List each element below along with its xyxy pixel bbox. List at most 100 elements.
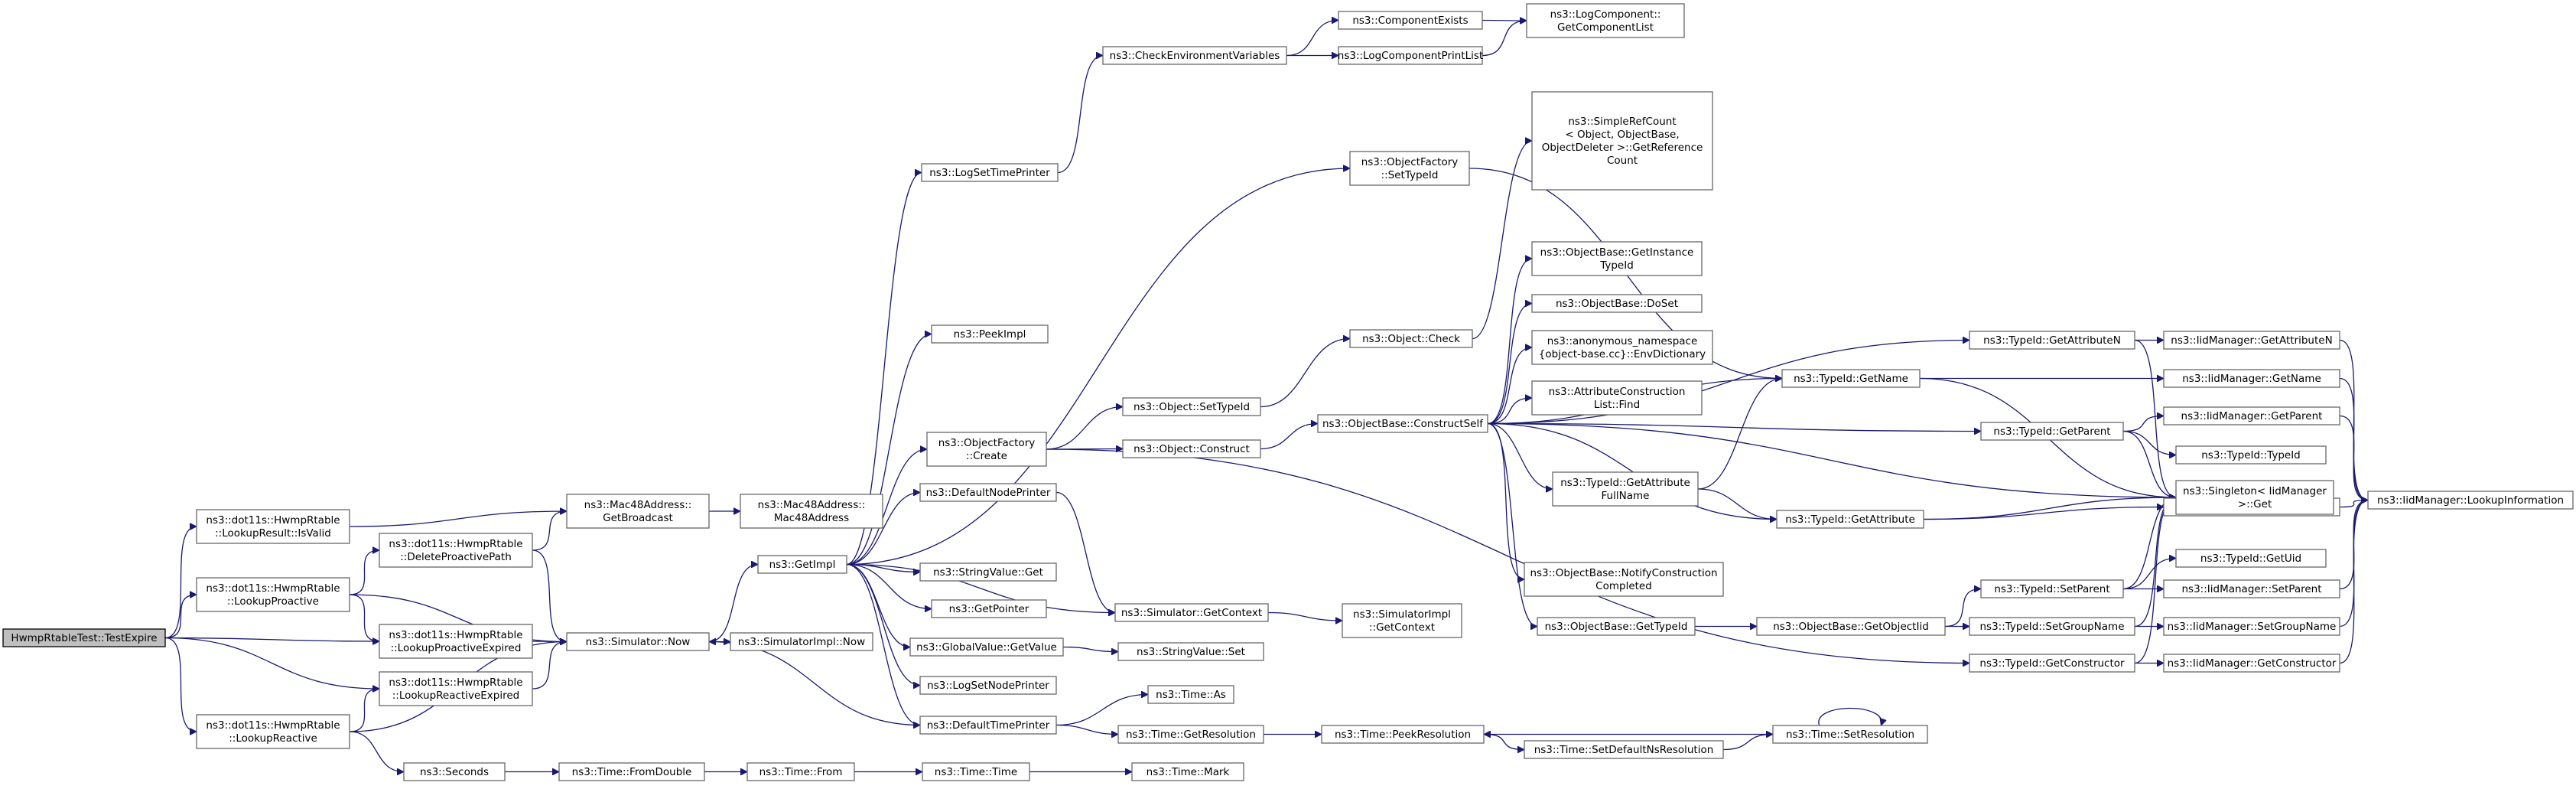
call-edge (164, 637, 197, 732)
node-singletonGet[interactable]: ns3::Singleton< IidManager>::Get (2175, 480, 2334, 515)
node-objectBaseGetTypeId[interactable]: ns3::ObjectBase::GetTypeId (1537, 617, 1696, 636)
node-objectFactoryCreate[interactable]: ns3::ObjectFactory::Create (926, 432, 1047, 467)
edge-getImpl-to-peekImpl (846, 334, 932, 566)
node-timeMark[interactable]: ns3::Time::Mark (1131, 762, 1244, 781)
call-edge (846, 563, 1115, 613)
node-getComponentList[interactable]: ns3::LogComponent::GetComponentList (1526, 3, 1685, 38)
node-constructSelf[interactable]: ns3::ObjectBase::ConstructSelf (1317, 414, 1488, 433)
node-objectCheck[interactable]: ns3::Object::Check (1349, 329, 1473, 348)
node-typeIdGetAttribute[interactable]: ns3::TypeId::GetAttribute (1776, 510, 1924, 529)
node-stringValueSet[interactable]: ns3::StringValue::Set (1117, 642, 1264, 661)
node-label: >::Get (2238, 498, 2272, 510)
call-edge (532, 549, 568, 642)
node-typeIdSetGroupName[interactable]: ns3::TypeId::SetGroupName (1969, 617, 2135, 636)
node-label: HwmpRtableTest::TestExpire (11, 632, 157, 644)
node-logSetTimePrinter[interactable]: ns3::LogSetTimePrinter (921, 163, 1059, 182)
call-edge (1472, 141, 1533, 340)
node-label: ns3::TypeId::GetAttributeN (1983, 334, 2121, 347)
node-lookupReactiveExpired[interactable]: ns3::dot11s::HwmpRtable::LookupReactiveE… (379, 671, 533, 706)
node-timeSetResolution[interactable]: ns3::Time::SetResolution (1772, 725, 1928, 744)
node-peekResolution[interactable]: ns3::Time::PeekResolution (1321, 725, 1485, 744)
node-box (1772, 725, 1928, 744)
node-typeIdGetAttributeN[interactable]: ns3::TypeId::GetAttributeN (1969, 331, 2135, 350)
node-notifyConstructionCompleted[interactable]: ns3::ObjectBase::NotifyConstructionCompl… (1524, 562, 1724, 597)
edge-constructSelf-to-doSet (1487, 304, 1533, 425)
node-logSetNodePrinter[interactable]: ns3::LogSetNodePrinter (919, 676, 1057, 695)
node-label: ns3::StringValue::Set (1137, 646, 1245, 658)
node-box (1147, 685, 1234, 704)
node-label: ns3::ObjectBase::ConstructSelf (1322, 418, 1484, 430)
node-logComponentPrintList[interactable]: ns3::LogComponentPrintList (1338, 46, 1483, 65)
node-iidSetGroupName[interactable]: ns3::IidManager::SetGroupName (2163, 617, 2340, 636)
node-iidGetAttributeN[interactable]: ns3::IidManager::GetAttributeN (2163, 331, 2340, 350)
node-lookupProactive[interactable]: ns3::dot11s::HwmpRtable::LookupProactive (196, 577, 350, 612)
node-simGetContext[interactable]: ns3::Simulator::GetContext (1114, 603, 1269, 622)
node-simImplNow[interactable]: ns3::SimulatorImpl::Now (730, 632, 873, 651)
node-simNow[interactable]: ns3::Simulator::Now (566, 632, 710, 651)
node-seconds[interactable]: ns3::Seconds (403, 762, 506, 781)
node-label: ns3::TypeId::GetUid (2200, 553, 2301, 565)
call-edge (1055, 491, 1116, 613)
node-deleteProactivePath[interactable]: ns3::dot11s::HwmpRtable::DeleteProactive… (379, 533, 533, 568)
edge-iidGetAttribute-to-iidLookupInformation (2339, 500, 2368, 508)
node-timeAs[interactable]: ns3::Time::As (1147, 685, 1234, 704)
node-box (2175, 445, 2327, 465)
node-label: ::DeleteProactivePath (400, 551, 512, 563)
node-checkEnv[interactable]: ns3::CheckEnvironmentVariables (1102, 46, 1287, 65)
node-label: ns3::GlobalValue::GetValue (916, 641, 1057, 654)
node-getPointer[interactable]: ns3::GetPointer (931, 599, 1047, 618)
node-mac48Address[interactable]: ns3::Mac48Address::Mac48Address (740, 494, 883, 529)
node-setDefaultNsResolution[interactable]: ns3::Time::SetDefaultNsResolution (1524, 740, 1724, 759)
node-box (921, 163, 1059, 182)
node-timeTime[interactable]: ns3::Time::Time (922, 762, 1030, 781)
node-simpleRefCount[interactable]: ns3::SimpleRefCount< Object, ObjectBase,… (1531, 91, 1713, 191)
node-root[interactable]: HwmpRtableTest::TestExpire (2, 628, 166, 647)
node-label: TypeId (1599, 259, 1634, 272)
node-fromDouble[interactable]: ns3::Time::FromDouble (558, 762, 705, 781)
node-doSet[interactable]: ns3::ObjectBase::DoSet (1531, 294, 1703, 313)
node-typeIdGetUid[interactable]: ns3::TypeId::GetUid (2175, 549, 2327, 568)
node-typeIdGetParent[interactable]: ns3::TypeId::GetParent (1980, 422, 2124, 441)
node-componentExists[interactable]: ns3::ComponentExists (1338, 11, 1483, 30)
node-lookupReactive[interactable]: ns3::dot11s::HwmpRtable::LookupReactive (196, 714, 350, 749)
node-envDictionary[interactable]: ns3::anonymous_namespace{object-base.cc}… (1531, 330, 1713, 365)
node-iidGetConstructor[interactable]: ns3::IidManager::GetConstructor (2163, 654, 2340, 673)
node-iidGetParent[interactable]: ns3::IidManager::GetParent (2163, 406, 2340, 425)
node-objectConstruct[interactable]: ns3::Object::Construct (1122, 439, 1261, 458)
call-edge (846, 563, 920, 686)
node-label: ns3::IidManager::GetAttributeN (2171, 334, 2332, 347)
node-simImplGetContext[interactable]: ns3::SimulatorImpl::GetContext (1342, 603, 1462, 638)
edge-lookupReactive-to-seconds (349, 731, 404, 772)
node-getObjectIid[interactable]: ns3::ObjectBase::GetObjectIid (1756, 617, 1946, 636)
node-box (379, 533, 533, 568)
node-getBroadcast[interactable]: ns3::Mac48Address::GetBroadcast (566, 494, 710, 529)
call-edge (532, 511, 567, 551)
node-iidGetName[interactable]: ns3::IidManager::GetName (2163, 369, 2340, 388)
node-isValid[interactable]: ns3::dot11s::HwmpRtable::LookupResult::I… (196, 509, 350, 544)
call-edge (349, 689, 379, 732)
node-globalValueGetValue[interactable]: ns3::GlobalValue::GetValue (909, 637, 1064, 657)
node-stringValueGet[interactable]: ns3::StringValue::Get (919, 562, 1057, 582)
node-objectFactorySetTypeId[interactable]: ns3::ObjectFactory::SetTypeId (1349, 151, 1470, 186)
node-defaultTimePrinter[interactable]: ns3::DefaultTimePrinter (919, 716, 1057, 735)
node-objectSetTypeId[interactable]: ns3::Object::SetTypeId (1122, 397, 1261, 416)
node-typeIdTypeId[interactable]: ns3::TypeId::TypeId (2175, 445, 2327, 465)
node-timeFrom[interactable]: ns3::Time::From (746, 762, 855, 781)
node-getImpl[interactable]: ns3::GetImpl (757, 555, 847, 574)
node-typeIdGetConstructor[interactable]: ns3::TypeId::GetConstructor (1969, 654, 2135, 673)
call-edge (846, 334, 932, 566)
node-peekImpl[interactable]: ns3::PeekImpl (931, 324, 1049, 344)
node-timeGetResolution[interactable]: ns3::Time::GetResolution (1117, 725, 1264, 744)
node-defaultNodePrinter[interactable]: ns3::DefaultNodePrinter (919, 483, 1057, 502)
node-box (1756, 617, 1946, 636)
node-iidLookupInformation[interactable]: ns3::IidManager::LookupInformation (2367, 491, 2574, 510)
node-iidSetParent[interactable]: ns3::IidManager::SetParent (2163, 579, 2340, 598)
node-lookupProactiveExpired[interactable]: ns3::dot11s::HwmpRtable::LookupProactive… (379, 624, 533, 659)
node-typeIdSetParent[interactable]: ns3::TypeId::SetParent (1980, 579, 2124, 598)
node-box (1338, 11, 1483, 30)
node-typeIdGetName[interactable]: ns3::TypeId::GetName (1781, 369, 1921, 388)
node-label: ns3::TypeId::GetConstructor (1979, 657, 2125, 670)
